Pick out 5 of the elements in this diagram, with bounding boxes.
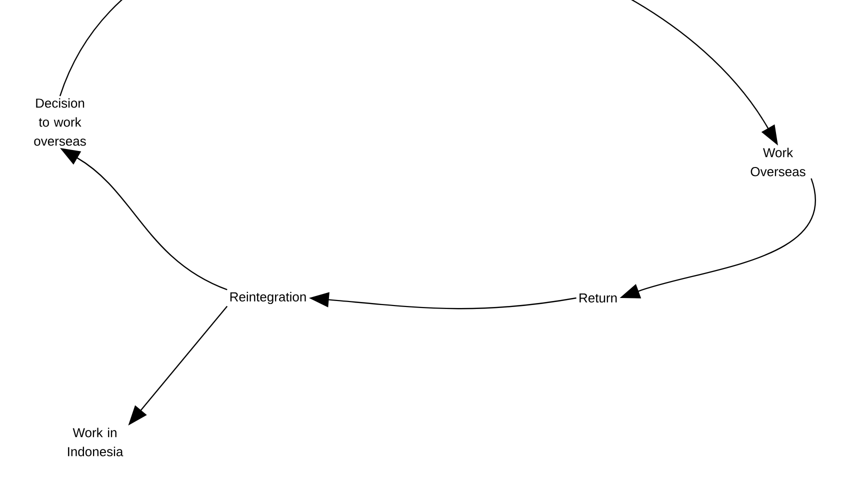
node-label: Return <box>580 293 617 303</box>
node-label: Reintegration <box>230 292 306 304</box>
node-label: Decision to work overseas <box>34 98 86 146</box>
node-label: Work in Indonesia <box>68 428 124 456</box>
node-label: Work Overseas <box>750 148 806 176</box>
